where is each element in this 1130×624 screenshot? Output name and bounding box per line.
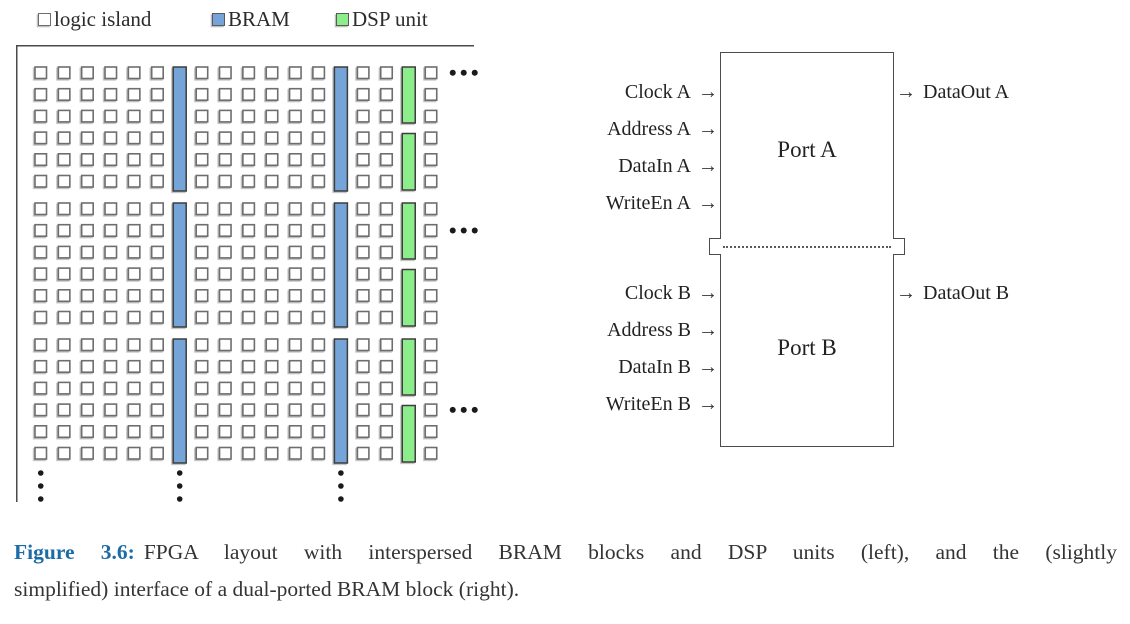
arrow-right-icon: → — [896, 282, 916, 304]
port-a-input-address: Address A→ — [607, 118, 718, 140]
separator-notch-right — [893, 238, 905, 255]
port-b-inputs: Clock B→ Address B→ DataIn B→ WriteEn B→ — [606, 280, 718, 417]
dsp-swatch-icon — [336, 12, 349, 26]
figure-caption: Figure 3.6:FPGA layout with interspersed… — [14, 534, 1117, 608]
legend-item-bram: BRAM — [212, 6, 290, 32]
caption-line-2: simplified) interface of a dual-ported B… — [14, 577, 520, 601]
arrow-right-icon: → — [698, 319, 718, 341]
port-separator-dotted-line — [723, 246, 891, 248]
port-a-input-datain: DataIn A→ — [618, 155, 718, 177]
port-b-output-dataout: →DataOut B — [896, 282, 1010, 304]
port-b-input-datain: DataIn B→ — [618, 356, 718, 378]
port-b-label: Port B — [777, 335, 837, 360]
port-b-input-address: Address B→ — [607, 319, 718, 341]
arrow-right-icon: → — [698, 192, 718, 214]
bram-block-outline — [720, 52, 894, 447]
legend-label: DSP unit — [352, 6, 428, 31]
arrow-right-icon: → — [698, 81, 718, 103]
port-b-input-clock: Clock B→ — [624, 282, 718, 304]
port-a-label: Port A — [777, 137, 837, 162]
arrow-right-icon: → — [698, 155, 718, 177]
separator-notch-left — [709, 238, 721, 255]
legend-label: logic island — [54, 6, 152, 31]
legend-label: BRAM — [228, 6, 290, 31]
caption-line-1: Figure 3.6:FPGA layout with interspersed… — [14, 540, 1118, 564]
port-a-output-dataout: →DataOut A — [896, 81, 1010, 103]
figure-number-label: Figure 3.6: — [14, 540, 135, 564]
fpga-layout-svg — [16, 45, 478, 502]
port-a-input-clock: Clock A→ — [624, 81, 718, 103]
arrow-right-icon: → — [698, 393, 718, 415]
port-a-input-writeen: WriteEn A→ — [605, 192, 718, 214]
port-b-input-writeen: WriteEn B→ — [605, 393, 718, 415]
legend-item-dsp: DSP unit — [336, 6, 428, 32]
port-a-inputs: Clock A→ Address A→ DataIn A→ WriteEn A→ — [606, 79, 718, 216]
arrow-right-icon: → — [698, 118, 718, 140]
arrow-right-icon: → — [698, 282, 718, 304]
arrow-right-icon: → — [698, 356, 718, 378]
arrow-right-icon: → — [896, 81, 916, 103]
legend-item-logic-island: logic island — [38, 6, 151, 32]
logic-island-swatch-icon — [38, 12, 51, 26]
bram-swatch-icon — [212, 12, 225, 26]
